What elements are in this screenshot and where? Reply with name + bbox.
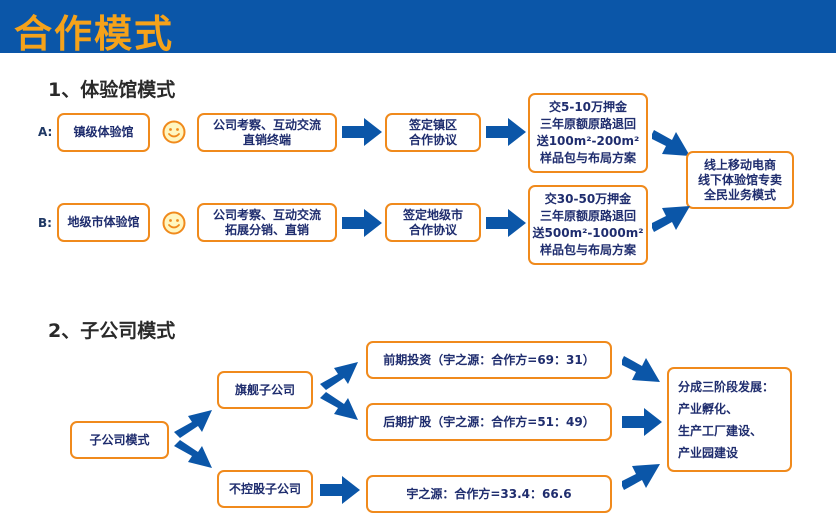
experience-result-box: 线上移动电商 线下体验馆专卖 全民业务模式 [686, 151, 794, 209]
down-right-arrow-icon [622, 356, 660, 382]
section2-title: 2、子公司模式 [48, 320, 176, 342]
section1-title: 1、体验馆模式 [48, 79, 176, 101]
noncontrol-ratio-box: 宇之源：合作方=33.4：66.6 [366, 475, 612, 513]
later-expansion-box: 后期扩股（宇之源：合作方=51：49） [366, 403, 612, 441]
right-arrow-icon [486, 118, 526, 146]
smiley-icon [162, 120, 186, 144]
right-arrow-icon [486, 209, 526, 237]
right-arrow-icon [622, 408, 662, 436]
right-arrow-icon [342, 209, 382, 237]
early-investment-box: 前期投资（宇之源：合作方=69：31） [366, 341, 612, 379]
subsidiary-result-line4: 产业园建设 [678, 445, 739, 460]
row-a-terms-box: 交5-10万押金 三年原额原路退回 送100m²-200m² 样品包与布局方案 [528, 93, 648, 173]
town-venue-label: 镇级体验馆 [73, 125, 134, 139]
smiley-icon [162, 211, 186, 235]
up-right-arrow-icon [622, 464, 660, 490]
experience-result-line1: 线上移动电商 [703, 157, 776, 172]
row-b-step1-box: 公司考察、互动交流 拓展分销、直销 [197, 203, 337, 242]
noncontrol-ratio-label: 宇之源：合作方=33.4：66.6 [406, 486, 572, 501]
experience-result-line3: 全民业务模式 [703, 187, 776, 202]
row-a-step1-box: 公司考察、互动交流 直销终端 [197, 113, 337, 152]
row-b-terms-line4: 样品包与布局方案 [539, 243, 636, 257]
row-a-terms-line3: 送100m²-200m² [536, 134, 640, 148]
non-controlled-subsidiary-label: 不控股子公司 [228, 481, 301, 496]
row-a-terms-line2: 三年原额原路退回 [539, 117, 636, 131]
down-right-arrow-icon [652, 130, 690, 156]
flagship-subsidiary-box: 旗舰子公司 [217, 371, 313, 409]
subsidiary-result-line1: 分成三阶段发展： [678, 379, 775, 394]
subsidiary-result-box: 分成三阶段发展： 产业孵化、 生产工厂建设、 产业园建设 [667, 367, 792, 472]
row-a-terms-line4: 样品包与布局方案 [539, 151, 636, 165]
row-b-terms-box: 交30-50万押金 三年原额原路退回 送500m²-1000m² 样品包与布局方… [528, 185, 648, 265]
row-a-step1-line1: 公司考察、互动交流 [212, 117, 321, 132]
right-arrow-icon [342, 118, 382, 146]
city-venue-box: 地级市体验馆 [57, 203, 150, 242]
non-controlled-subsidiary-box: 不控股子公司 [217, 470, 313, 508]
row-a-step2-line1: 签定镇区 [408, 117, 457, 132]
header-bar: 合作模式 [0, 0, 836, 56]
row-a-label: A: [38, 125, 53, 139]
row-b-step2-line1: 签定地级市 [402, 207, 463, 222]
row-b-step1-line2: 拓展分销、直销 [224, 222, 309, 237]
town-venue-box: 镇级体验馆 [57, 113, 150, 152]
row-a-step1-line2: 直销终端 [242, 132, 291, 147]
subsidiary-result-line2: 产业孵化、 [678, 401, 739, 416]
early-investment-label: 前期投资（宇之源：合作方=69：31） [383, 352, 595, 367]
row-b-terms-line1: 交30-50万押金 [544, 192, 632, 206]
later-expansion-label: 后期扩股（宇之源：合作方=51：49） [383, 414, 595, 429]
city-venue-label: 地级市体验馆 [67, 215, 140, 229]
experience-result-line2: 线下体验馆专卖 [697, 172, 782, 187]
row-b-label: B: [38, 216, 52, 230]
up-right-arrow-icon [320, 362, 358, 390]
row-b-terms-line3: 送500m²-1000m² [532, 226, 644, 240]
up-right-arrow-icon [174, 410, 212, 438]
subsidiary-root-label: 子公司模式 [89, 432, 150, 447]
row-a-terms-line1: 交5-10万押金 [548, 100, 628, 114]
up-right-arrow-icon [652, 206, 690, 232]
down-right-arrow-icon [320, 392, 358, 420]
flagship-subsidiary-label: 旗舰子公司 [234, 382, 295, 397]
down-right-arrow-icon [174, 440, 212, 468]
subsidiary-root-box: 子公司模式 [70, 421, 169, 459]
row-b-step2-box: 签定地级市 合作协议 [385, 203, 481, 242]
row-a-step2-line2: 合作协议 [408, 132, 457, 147]
row-a-step2-box: 签定镇区 合作协议 [385, 113, 481, 152]
right-arrow-icon [320, 476, 360, 504]
subsidiary-result-line3: 生产工厂建设、 [678, 423, 763, 438]
page-title: 合作模式 [14, 12, 175, 56]
row-b-terms-line2: 三年原额原路退回 [539, 209, 636, 223]
row-b-step2-line2: 合作协议 [408, 222, 457, 237]
row-b-step1-line1: 公司考察、互动交流 [212, 207, 321, 222]
